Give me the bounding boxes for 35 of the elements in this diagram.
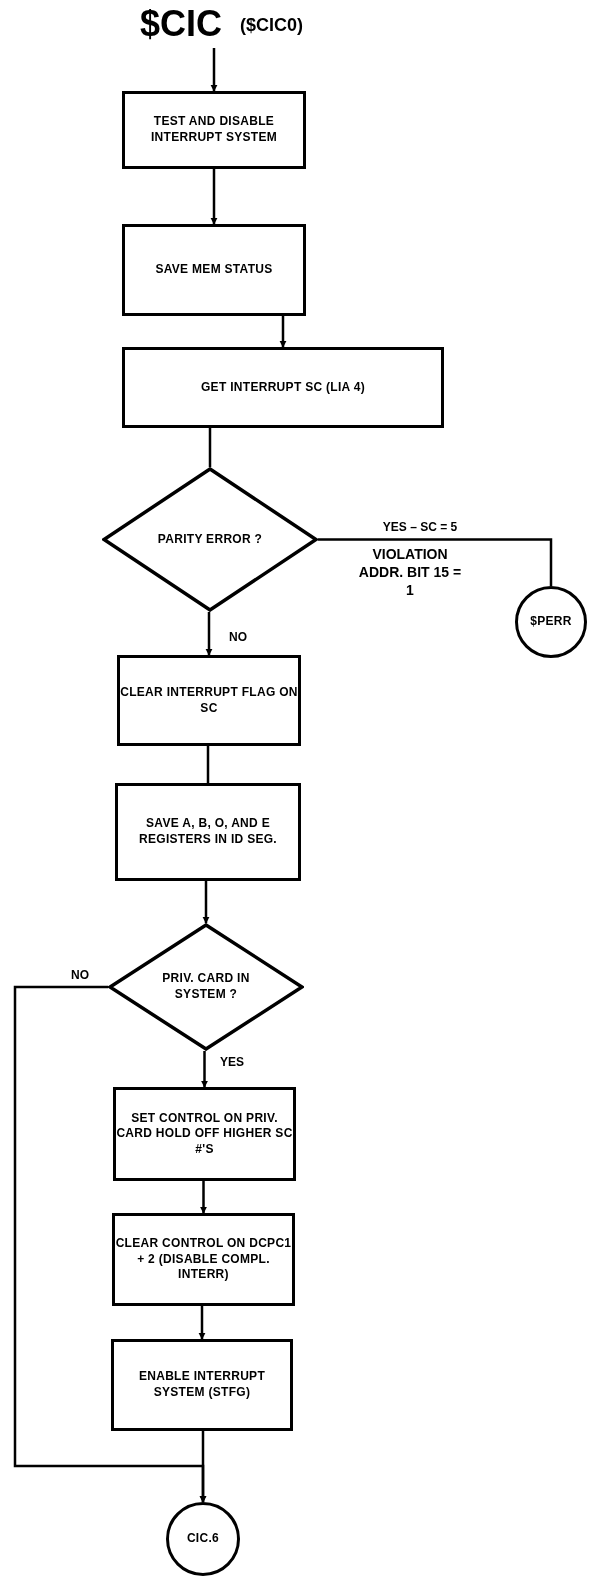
process-box: [122, 91, 306, 169]
connector-line: [206, 746, 210, 783]
node-text: CLEAR CONTROL ON DCPC1 + 2 (DISABLE COMPL. INTERR): [115, 1236, 292, 1283]
node-text: SAVE MEM STATUS: [155, 262, 273, 278]
arrow: [210, 48, 218, 92]
process-box: [112, 1213, 295, 1306]
arrow: [205, 612, 213, 656]
arrow: [198, 1306, 206, 1340]
connector-line: [318, 538, 553, 586]
arrow: [210, 169, 218, 225]
connector-line: [208, 428, 212, 467]
node-text: PARITY ERROR ?: [157, 531, 263, 548]
process-box: [111, 1339, 293, 1431]
process-box: [115, 783, 301, 881]
decision-diamond: [108, 923, 304, 1051]
title: $CIC: [140, 4, 223, 44]
node-text: SET CONTROL ON PRIV. CARD HOLD OFF HIGHER SC #'S: [116, 1110, 293, 1158]
process-box: [113, 1087, 296, 1181]
process-box: [117, 655, 301, 746]
node-text: PRIV. CARD IN SYSTEM ?: [161, 971, 251, 1003]
node-text: ENABLE INTERRUPT SYSTEM (STFG): [137, 1369, 267, 1401]
node-text: $PERR: [530, 614, 572, 630]
process-box: [122, 347, 444, 428]
arrow: [279, 316, 287, 348]
node-text: SAVE A, B, O, AND E REGISTERS IN ID SEG.: [138, 816, 278, 848]
process-box: [122, 224, 306, 316]
arrow: [199, 1431, 207, 1503]
node-text: CIC.6: [186, 1531, 220, 1547]
arrow: [202, 881, 210, 924]
node-text: CLEAR INTERRUPT FLAG ON SC: [120, 684, 298, 717]
arrow: [200, 1181, 207, 1214]
node-text: GET INTERRUPT SC (LIA 4): [200, 379, 366, 396]
node-text: TEST AND DISABLE INTERRUPT SYSTEM: [149, 114, 279, 146]
decision-diamond: [102, 467, 318, 612]
arrow: [201, 1051, 208, 1088]
